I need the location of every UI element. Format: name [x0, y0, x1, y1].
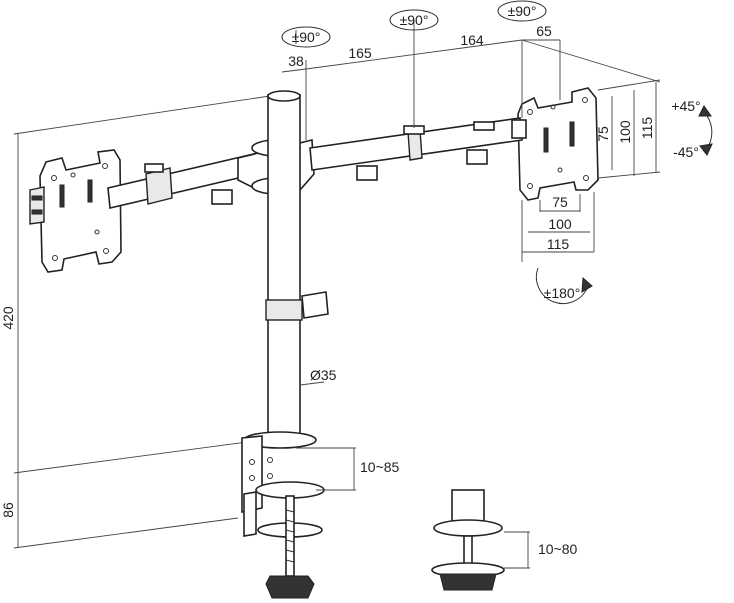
center-pivot-label: ±90°	[400, 12, 429, 28]
tilt-up-label: +45°	[671, 98, 700, 114]
right-pivot-label: ±90°	[508, 3, 537, 19]
tilt-down-label: -45°	[673, 144, 699, 160]
right-vesa-plate	[517, 87, 599, 201]
vesa-v-115-label: 115	[639, 117, 655, 140]
vesa-dimensions	[521, 79, 661, 262]
arm-segment-1-label: 165	[348, 45, 372, 61]
arm-assembly	[107, 117, 527, 209]
clamp-height-label: 86	[0, 502, 16, 518]
pole	[265, 90, 329, 441]
grommet-mount	[431, 489, 505, 591]
arm-offset-label: 38	[288, 53, 304, 69]
clamp-range-dimensions	[296, 447, 530, 569]
pole-diameter-label: Ø35	[310, 367, 337, 383]
clamp-range-label: 10~85	[360, 459, 400, 475]
grommet-range-label: 10~80	[538, 541, 578, 557]
left-pivot-label: ±90°	[292, 29, 321, 45]
width-dimensions	[281, 20, 661, 140]
vesa-h-100-label: 100	[548, 216, 572, 232]
pole-height-label: 420	[0, 306, 16, 330]
vesa-h-115-label: 115	[547, 236, 570, 252]
desk-clamp	[241, 431, 325, 599]
vesa-v-75-label: 75	[595, 126, 611, 142]
vesa-v-100-label: 100	[617, 120, 633, 144]
rotation-indicators	[281, 0, 713, 305]
monitor-rotation-label: ±180°	[544, 285, 581, 301]
vesa-h-75-label: 75	[552, 194, 568, 210]
head-depth-label: 65	[536, 23, 552, 39]
height-dimension	[13, 95, 271, 549]
arm-segment-2-label: 164	[460, 32, 484, 48]
left-vesa-plate	[29, 149, 122, 273]
